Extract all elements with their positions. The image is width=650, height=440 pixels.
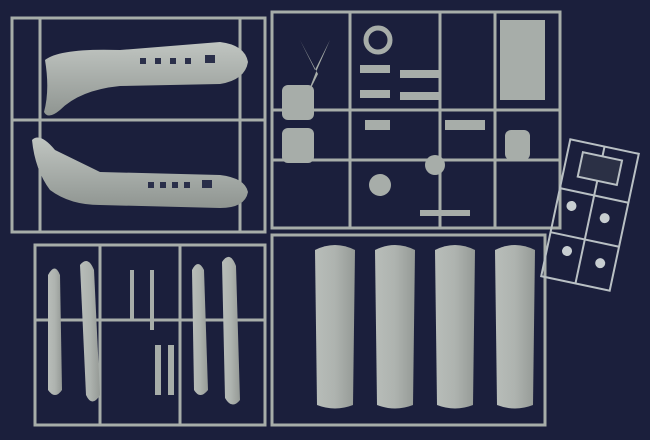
small-parts-top-right [282,20,545,216]
clear-parts-sprue [540,138,640,292]
wing-panels [315,245,535,409]
fuselage-half-lower [32,137,248,208]
sprue-frame-bottom-right [270,233,547,427]
floats [48,256,240,405]
fuselage-half-upper [44,42,248,116]
